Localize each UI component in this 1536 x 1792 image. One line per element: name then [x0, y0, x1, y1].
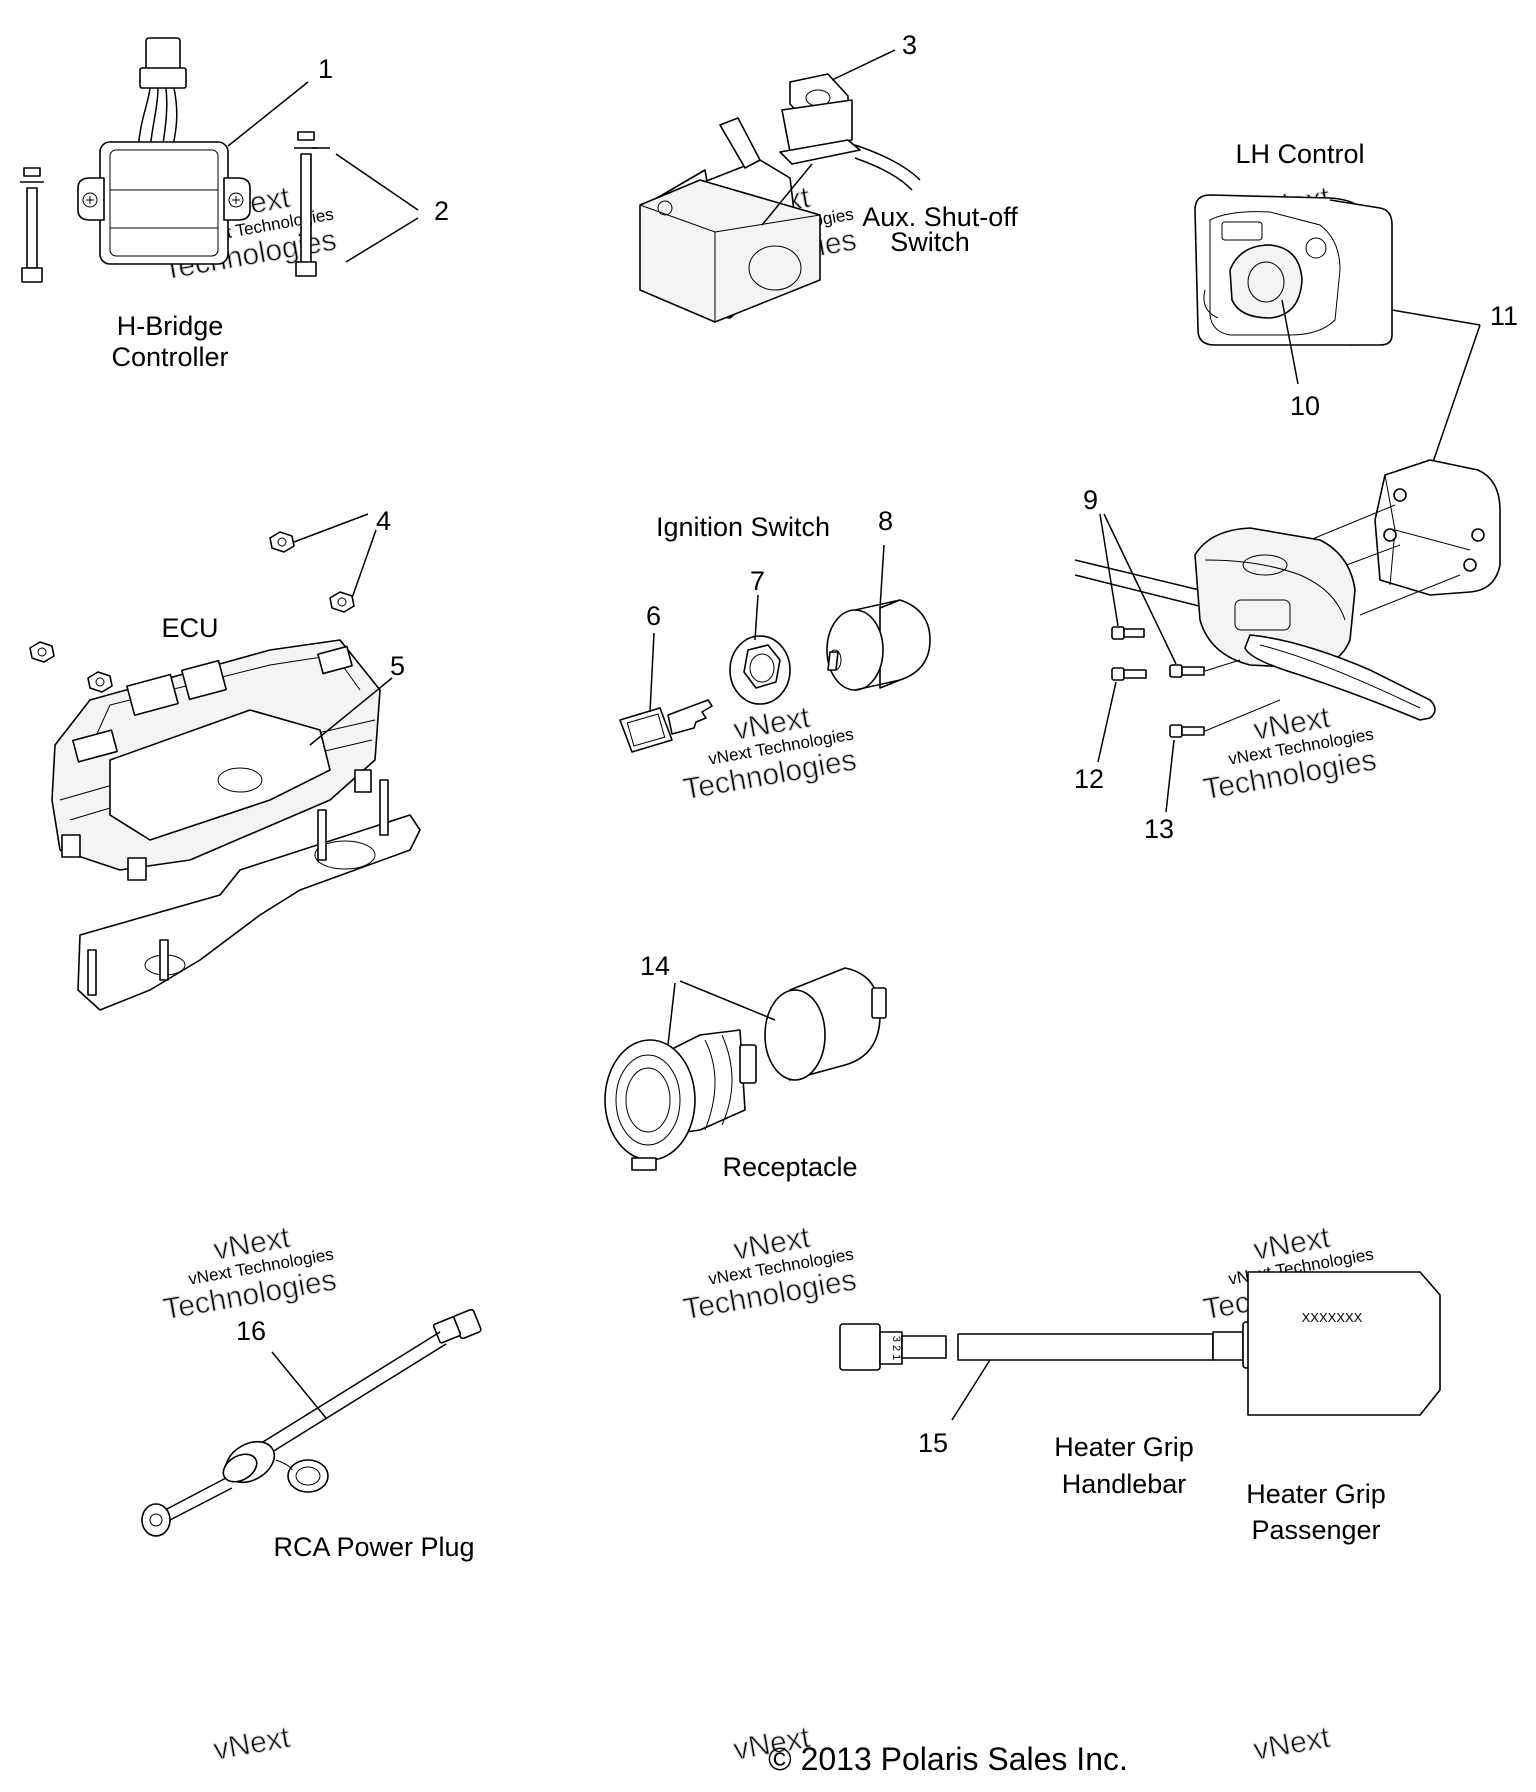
callout-11: 11: [1490, 301, 1518, 331]
watermark-10: vNext: [211, 1720, 294, 1767]
aux-shutoff-switch-illustration: [639, 73, 921, 323]
callout-7: 7: [750, 566, 765, 596]
watermark-8: vNext vNext Technologies Technologies: [680, 1220, 859, 1327]
label-ignition: Ignition Switch: [656, 512, 830, 542]
watermark-line1: vNext: [1251, 1721, 1333, 1767]
callout-10: 10: [1290, 391, 1320, 421]
callout-1: 1: [318, 54, 333, 84]
label-h-bridge-2: Controller: [111, 342, 228, 372]
heater-pad-label: XXXXXXX: [1302, 1310, 1363, 1325]
callout-2: 2: [434, 196, 449, 226]
connector-pin-numbers: 3 2 1: [890, 1336, 902, 1360]
callout-9: 9: [1083, 485, 1098, 515]
callout-14: 14: [640, 951, 670, 981]
receptacle-illustration: [604, 967, 887, 1171]
lh-control-assembly-illustration: [1074, 459, 1501, 738]
callout-4: 4: [376, 506, 391, 536]
watermark-line1: vNext: [211, 1721, 293, 1767]
label-heater-handlebar-1: Heater Grip: [1054, 1432, 1194, 1462]
heater-grip-illustration: 3 2 1 XXXXXXX: [839, 1271, 1441, 1416]
h-bridge-controller-illustration: [20, 37, 330, 283]
callout-12: 12: [1074, 764, 1104, 794]
label-heater-passenger-2: Passenger: [1251, 1515, 1380, 1545]
lh-control-housing-illustration: [1194, 194, 1393, 346]
callout-15: 15: [918, 1428, 948, 1458]
callout-5: 5: [390, 651, 405, 681]
label-receptacle: Receptacle: [722, 1152, 857, 1182]
callout-16: 16: [236, 1316, 266, 1346]
rca-power-plug-illustration: [141, 1308, 482, 1537]
copyright-notice: © 2013 Polaris Sales Inc.: [768, 1741, 1128, 1777]
label-ecu: ECU: [161, 613, 218, 643]
label-aux-2: Switch: [890, 227, 970, 257]
callout-6: 6: [646, 601, 661, 631]
callout-13: 13: [1144, 814, 1174, 844]
callout-3: 3: [902, 30, 917, 60]
watermark-7: vNext vNext Technologies Technologies: [160, 1220, 339, 1327]
label-lh-control: LH Control: [1235, 139, 1364, 169]
watermark-6: vNext vNext Technologies Technologies: [1200, 700, 1379, 807]
label-h-bridge-1: H-Bridge: [117, 311, 224, 341]
label-aux-1: Aux. Shut-off: [862, 202, 1018, 232]
label-heater-handlebar-2: Handlebar: [1062, 1469, 1187, 1499]
callout-8: 8: [878, 506, 893, 536]
label-heater-passenger-1: Heater Grip: [1246, 1479, 1386, 1509]
ignition-switch-illustration: [619, 599, 931, 753]
ecu-illustration: [29, 531, 421, 1011]
watermark-12: vNext: [1251, 1720, 1334, 1767]
label-rca: RCA Power Plug: [273, 1532, 474, 1562]
